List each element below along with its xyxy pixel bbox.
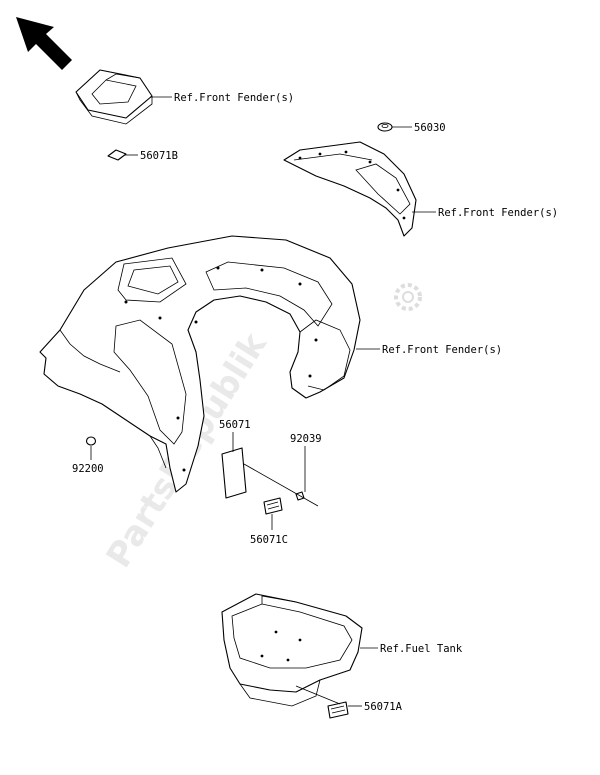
part-rear-fender xyxy=(39,235,361,493)
part-tray xyxy=(221,593,363,707)
label-56071B: 56071B xyxy=(140,150,178,162)
label-92039: 92039 xyxy=(290,433,322,445)
label-56071C: 56071C xyxy=(250,534,288,546)
label-ref-front-fender-1: Ref.Front Fender(s) xyxy=(174,92,294,104)
label-56071A: 56071A xyxy=(364,701,403,713)
part-front-fender-piece xyxy=(283,141,417,237)
part-56071C-decal xyxy=(263,497,283,515)
leader-lines xyxy=(90,96,436,707)
part-56071A-decal xyxy=(327,701,349,719)
label-ref-fuel-tank: Ref.Fuel Tank xyxy=(380,643,463,655)
part-92200-clip xyxy=(85,436,97,446)
arrow-up-left-icon xyxy=(16,17,72,70)
label-ref-front-fender-3: Ref.Front Fender(s) xyxy=(382,344,502,356)
part-56030-grommet xyxy=(377,122,393,132)
label-56030: 56030 xyxy=(414,122,446,134)
gear-icon xyxy=(394,283,422,311)
label-92200: 92200 xyxy=(72,463,104,475)
label-ref-front-fender-2: Ref.Front Fender(s) xyxy=(438,207,558,219)
part-fender-bracket xyxy=(75,69,153,125)
part-56071-decal xyxy=(221,447,247,499)
part-56071B-decal xyxy=(107,149,127,161)
label-56071: 56071 xyxy=(219,419,251,431)
callout-labels: Ref.Front Fender(s) 56071B 56030 Ref.Fro… xyxy=(72,92,558,713)
